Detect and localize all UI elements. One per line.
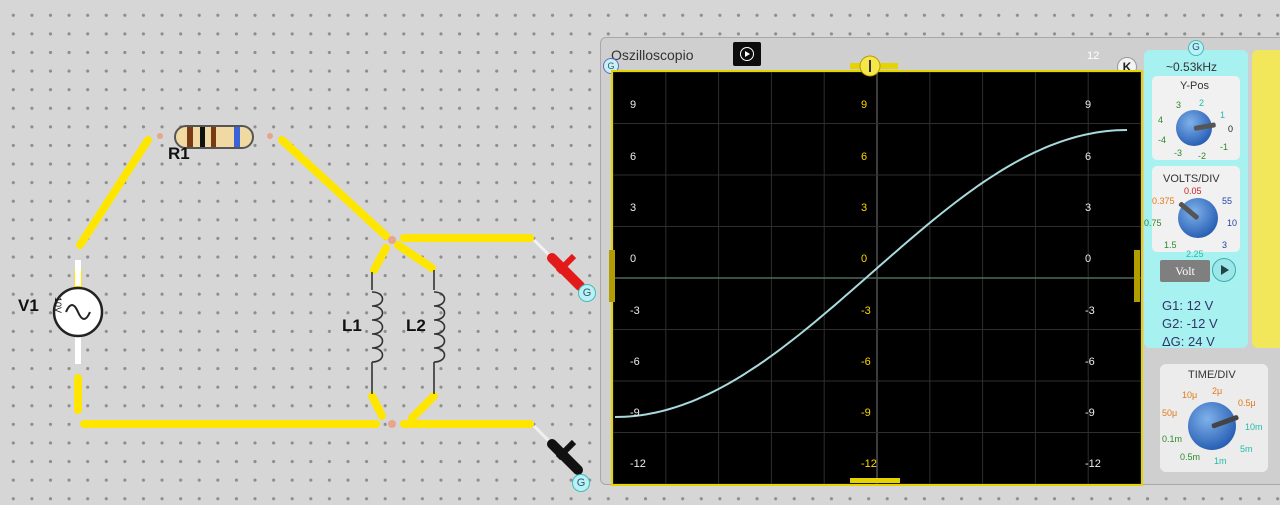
oscilloscope-title: Oszilloscopio bbox=[611, 47, 694, 63]
wire[interactable] bbox=[370, 244, 390, 274]
voltsdiv-title: VOLTS/DIV bbox=[1163, 173, 1220, 185]
y-axis-label: 0 bbox=[861, 253, 868, 265]
label-l1: L1 bbox=[342, 316, 362, 335]
y-axis-label: 6 bbox=[861, 151, 868, 163]
wire-joints bbox=[157, 133, 396, 428]
ac-source-v1[interactable] bbox=[52, 260, 104, 364]
voltsdiv-scale: 2.25 bbox=[1186, 249, 1204, 259]
ypos-scale-0: 0 bbox=[1228, 124, 1234, 134]
y-axis-label: 0 bbox=[630, 253, 637, 265]
voltsdiv-scale: 0.75 bbox=[1144, 218, 1162, 228]
circuit-canvas[interactable] bbox=[0, 0, 600, 505]
y-axis-label: 9 bbox=[1085, 99, 1092, 111]
level-marker-left[interactable] bbox=[609, 250, 615, 302]
timediv-scale: 1m bbox=[1214, 456, 1227, 466]
ypos-title: Y-Pos bbox=[1180, 80, 1209, 92]
timediv-scale: 0.1m bbox=[1162, 434, 1183, 444]
sine-icon bbox=[65, 304, 91, 320]
ypos-scale-2: 2 bbox=[1199, 98, 1205, 108]
inductor-l1[interactable] bbox=[371, 272, 384, 394]
y-axis-label: -12 bbox=[630, 458, 646, 470]
y-axis-label: -6 bbox=[1085, 356, 1095, 368]
y-axis-label: -3 bbox=[1085, 305, 1095, 317]
ypos-scale-1: 1 bbox=[1220, 110, 1226, 120]
y-axis-label: -12 bbox=[861, 458, 877, 470]
play-button[interactable] bbox=[733, 42, 761, 66]
timediv-title: TIME/DIV bbox=[1188, 369, 1236, 381]
y-axis-label: -9 bbox=[630, 407, 640, 419]
probe-black-ground[interactable]: G bbox=[572, 474, 590, 492]
x-position-marker[interactable] bbox=[850, 478, 900, 483]
y-axis-label: -9 bbox=[861, 407, 871, 419]
ypos-scale-3: 3 bbox=[1176, 100, 1182, 110]
timediv-scale: 50μ bbox=[1162, 408, 1178, 418]
timediv-scale: 2μ bbox=[1212, 386, 1223, 396]
level-marker-right[interactable] bbox=[1134, 250, 1140, 302]
play-circle-icon[interactable] bbox=[1212, 258, 1236, 282]
resistor-r1[interactable] bbox=[174, 125, 254, 149]
y-axis-label: 3 bbox=[1085, 202, 1092, 214]
ypos-scale-4: 4 bbox=[1158, 115, 1164, 125]
voltsdiv-scale: 0.05 bbox=[1184, 186, 1202, 196]
trigger-marker[interactable] bbox=[846, 54, 902, 80]
timediv-scale: 0.5m bbox=[1180, 452, 1201, 462]
scope-screen[interactable]: 9 6 3 0 -3 -6 -9 -12 9 6 3 0 -3 -6 -9 -12 9 6 3 0 -3 -6 -9 -12 bbox=[611, 70, 1143, 486]
wires[interactable] bbox=[74, 136, 534, 428]
readout-delta: ΔG: 24 V bbox=[1162, 334, 1215, 349]
play-icon bbox=[740, 47, 754, 61]
y-axis-label: -12 bbox=[1085, 458, 1101, 470]
label-r1: R1 bbox=[168, 144, 190, 163]
ypos-scale-m4: -4 bbox=[1158, 135, 1167, 145]
wire[interactable] bbox=[278, 136, 390, 240]
voltsdiv-scale: 10 bbox=[1227, 218, 1238, 228]
readout-g2: G2: -12 V bbox=[1162, 316, 1218, 331]
probe-black[interactable] bbox=[532, 424, 583, 475]
label-l2: L2 bbox=[406, 316, 426, 335]
y-axis-label: -6 bbox=[630, 356, 640, 368]
frequency-readout: ~0.53kHz bbox=[1166, 60, 1218, 74]
y-axis-label: -3 bbox=[630, 305, 640, 317]
ypos-scale-m1: -1 bbox=[1220, 142, 1229, 152]
y-axis-label: -3 bbox=[861, 305, 871, 317]
y-axis-label: 6 bbox=[630, 151, 637, 163]
label-v1: V1 bbox=[18, 296, 39, 315]
scope-trace bbox=[614, 129, 1128, 418]
top-right-value: 12 bbox=[1087, 50, 1100, 62]
wire[interactable] bbox=[368, 392, 386, 420]
voltsdiv-scale: 3 bbox=[1222, 240, 1228, 250]
y-axis-label: 0 bbox=[1085, 253, 1092, 265]
y-axis-label: 3 bbox=[630, 202, 637, 214]
timediv-scale: 5m bbox=[1240, 444, 1253, 454]
wire[interactable] bbox=[394, 241, 436, 272]
scope-plot bbox=[613, 72, 1141, 484]
y-axis-label: -9 bbox=[1085, 407, 1095, 419]
voltsdiv-scale: 55 bbox=[1222, 196, 1233, 206]
ypos-scale-m3: -3 bbox=[1174, 148, 1183, 158]
timediv-scale: 0.5μ bbox=[1238, 398, 1256, 408]
voltsdiv-scale: 0.375 bbox=[1152, 196, 1175, 206]
timediv-scale: 10m bbox=[1245, 422, 1263, 432]
probe-red[interactable] bbox=[532, 238, 585, 291]
y-axis-label: 9 bbox=[630, 99, 637, 111]
wire[interactable] bbox=[408, 392, 438, 422]
channel-panel-2 bbox=[1252, 50, 1280, 348]
readout-g1: G1: 12 V bbox=[1162, 298, 1214, 313]
y-axis-label: 6 bbox=[1085, 151, 1092, 163]
y-axis-label: 9 bbox=[861, 99, 868, 111]
wire[interactable] bbox=[76, 136, 152, 249]
label-v1-value: 10V bbox=[53, 296, 64, 314]
volt-mode-button[interactable]: Volt bbox=[1160, 260, 1210, 282]
channel-tag: G bbox=[1188, 40, 1204, 56]
timediv-scale: 10μ bbox=[1182, 390, 1198, 400]
probe-red-ground[interactable]: G bbox=[578, 284, 596, 302]
y-axis-label: 3 bbox=[861, 202, 868, 214]
ypos-scale-m2: -2 bbox=[1198, 151, 1207, 161]
y-axis-label: -6 bbox=[861, 356, 871, 368]
voltsdiv-scale: 1.5 bbox=[1164, 240, 1177, 250]
inductor-l2[interactable] bbox=[433, 270, 446, 394]
